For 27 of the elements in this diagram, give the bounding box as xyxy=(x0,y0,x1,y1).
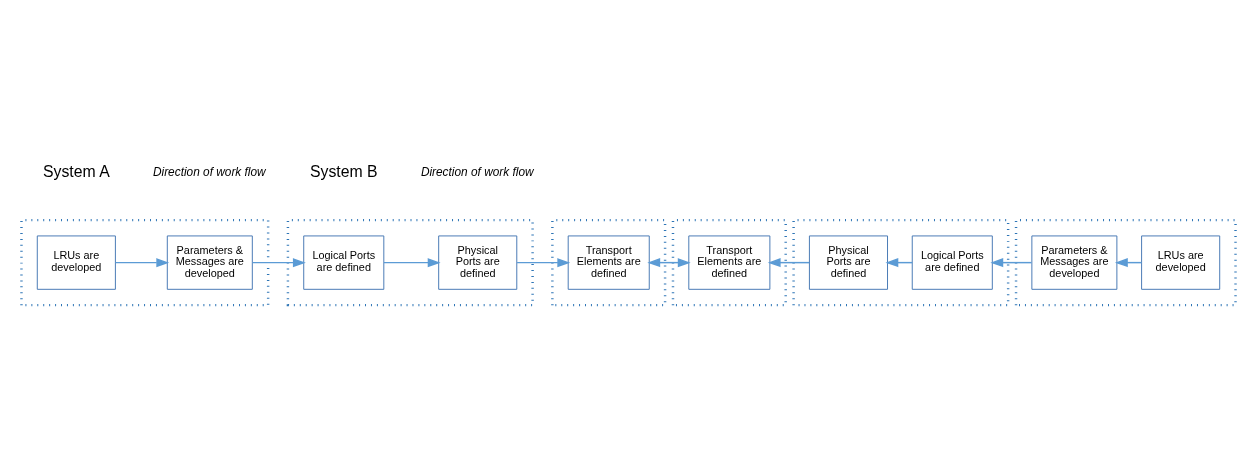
cluster xyxy=(286,218,534,306)
node-box: Logical Ports are defined xyxy=(911,234,993,290)
node-box: Parameters & Messages are developed xyxy=(1031,234,1118,290)
node-box: LRUs are developed xyxy=(1141,234,1221,290)
label: System B xyxy=(309,162,378,180)
cluster xyxy=(671,218,787,306)
node-box: LRUs are developed xyxy=(36,234,116,290)
label: System A xyxy=(42,162,110,180)
arrow xyxy=(516,257,571,267)
arrow xyxy=(767,257,810,267)
cluster xyxy=(551,218,667,306)
node-box: Physical Ports are defined xyxy=(438,234,518,290)
node-box: Transport Elements are defined xyxy=(567,234,650,290)
cluster xyxy=(1014,218,1237,306)
node-box: Transport Elements are defined xyxy=(688,234,771,290)
label: Direction of work flow xyxy=(152,164,266,179)
node-box: Physical Ports are defined xyxy=(808,234,888,290)
arrow xyxy=(647,257,691,267)
cluster xyxy=(792,218,1010,306)
arrow xyxy=(990,257,1033,267)
arrow xyxy=(115,257,170,267)
node-box: Parameters & Messages are developed xyxy=(166,234,253,290)
node-box: Logical Ports are defined xyxy=(303,234,385,290)
label: Direction of work flow xyxy=(420,164,534,179)
cluster xyxy=(20,218,270,306)
arrow xyxy=(383,257,441,267)
arrow xyxy=(251,257,306,267)
